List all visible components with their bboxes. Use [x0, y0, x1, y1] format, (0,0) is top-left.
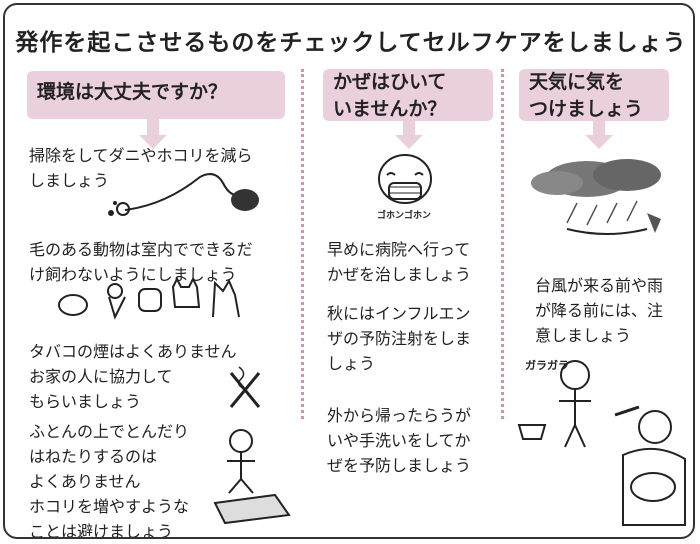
heading-weather-line: つけましょう — [529, 98, 644, 120]
tip-line: お家の人に協力して — [29, 367, 173, 386]
tip-line: もらいましょう — [29, 392, 142, 411]
tip-line: け飼わないようにしましょう — [29, 265, 237, 284]
tip-line: よくありません — [29, 472, 141, 491]
tip-line: かぜを治しましょう — [327, 265, 472, 284]
infographic-frame: 発作を起こさせるものをチェックしてセルフケアをしましょう 環境は大丈夫ですか？ … — [3, 3, 695, 539]
tip-hospital: 早めに病院へ行って かぜを治しましょう — [327, 237, 471, 287]
column-divider — [301, 69, 304, 419]
tip-line: しましょう — [29, 171, 110, 190]
heading-cold: かぜはひいて いませんか？ — [323, 69, 493, 121]
tip-line: はねたりするのは — [29, 447, 158, 466]
arrow-down-icon — [585, 119, 613, 149]
masked-face-icon — [378, 154, 432, 204]
tip-typhoon: 台風が来る前や雨 が降る前には、注 意しましょう — [535, 273, 663, 348]
tip-line: 毛のある動物は室内でできるだ — [29, 240, 253, 259]
heading-environment: 環境は大丈夫ですか？ — [27, 71, 285, 119]
gargle-and-handwash-icon — [517, 360, 686, 526]
cough-label: ゴホンゴホン — [377, 211, 432, 221]
gargle-label: ガラガラ — [525, 359, 569, 372]
tip-line: 秋にはインフルエン — [327, 304, 471, 323]
tip-line: ザの予防注射をしま — [327, 329, 472, 348]
tip-line: ホコリを増やすような — [29, 497, 190, 516]
vacuum-cleaner-icon — [108, 173, 259, 216]
tip-line: ふとんの上でとんだり — [29, 422, 190, 441]
tip-handwash: 外から帰ったらうが いや手洗いをしてか ぜを予防しましょう — [327, 403, 471, 478]
arrow-down-icon — [395, 119, 423, 149]
tip-line: しょう — [327, 354, 376, 373]
tip-line: タバコの煙はよくありません — [29, 342, 237, 361]
tip-futon: ふとんの上でとんだり はねたりするのは よくありません ホコリを増やすような こ… — [29, 419, 190, 539]
heading-environment-text: 環境は大丈夫ですか？ — [37, 81, 228, 103]
storm-cloud-icon — [531, 159, 661, 235]
heading-weather-line: 天気に気を — [529, 71, 625, 93]
heading-cold-line: いませんか？ — [333, 98, 447, 120]
tip-smoke: タバコの煙はよくありません お家の人に協力して もらいましょう — [29, 339, 237, 414]
tip-line: 外から帰ったらうが — [327, 406, 472, 425]
arrow-down-icon — [139, 119, 167, 149]
column-divider — [501, 69, 504, 419]
heading-cold-line: かぜはひいて — [333, 71, 447, 93]
tip-line: 早めに病院へ行って — [327, 240, 471, 259]
no-smoking-icon — [229, 366, 261, 408]
tip-pets: 毛のある動物は室内でできるだ け飼わないようにしましょう — [29, 237, 253, 287]
pet-animals-icon — [58, 276, 240, 320]
tip-line: いや手洗いをしてか — [327, 431, 471, 450]
tip-cleaning: 掃除をしてダニやホコリを減ら しましょう — [29, 143, 253, 193]
tip-line: が降る前には、注 — [535, 301, 664, 320]
page-title: 発作を起こさせるものをチェックしてセルフケアをしましょう — [15, 30, 687, 56]
child-jumping-on-futon-icon — [213, 429, 291, 525]
tip-line: ぜを予防しましょう — [327, 456, 472, 475]
tip-line: 台風が来る前や雨 — [535, 276, 664, 295]
heading-weather: 天気に気を つけましょう — [519, 69, 669, 121]
tip-line: 意しましょう — [535, 326, 632, 345]
tip-line: ことは避けましょう — [29, 522, 174, 539]
tip-vaccine: 秋にはインフルエン ザの予防注射をしま しょう — [327, 301, 471, 376]
tip-line: 掃除をしてダニやホコリを減ら — [29, 146, 253, 165]
